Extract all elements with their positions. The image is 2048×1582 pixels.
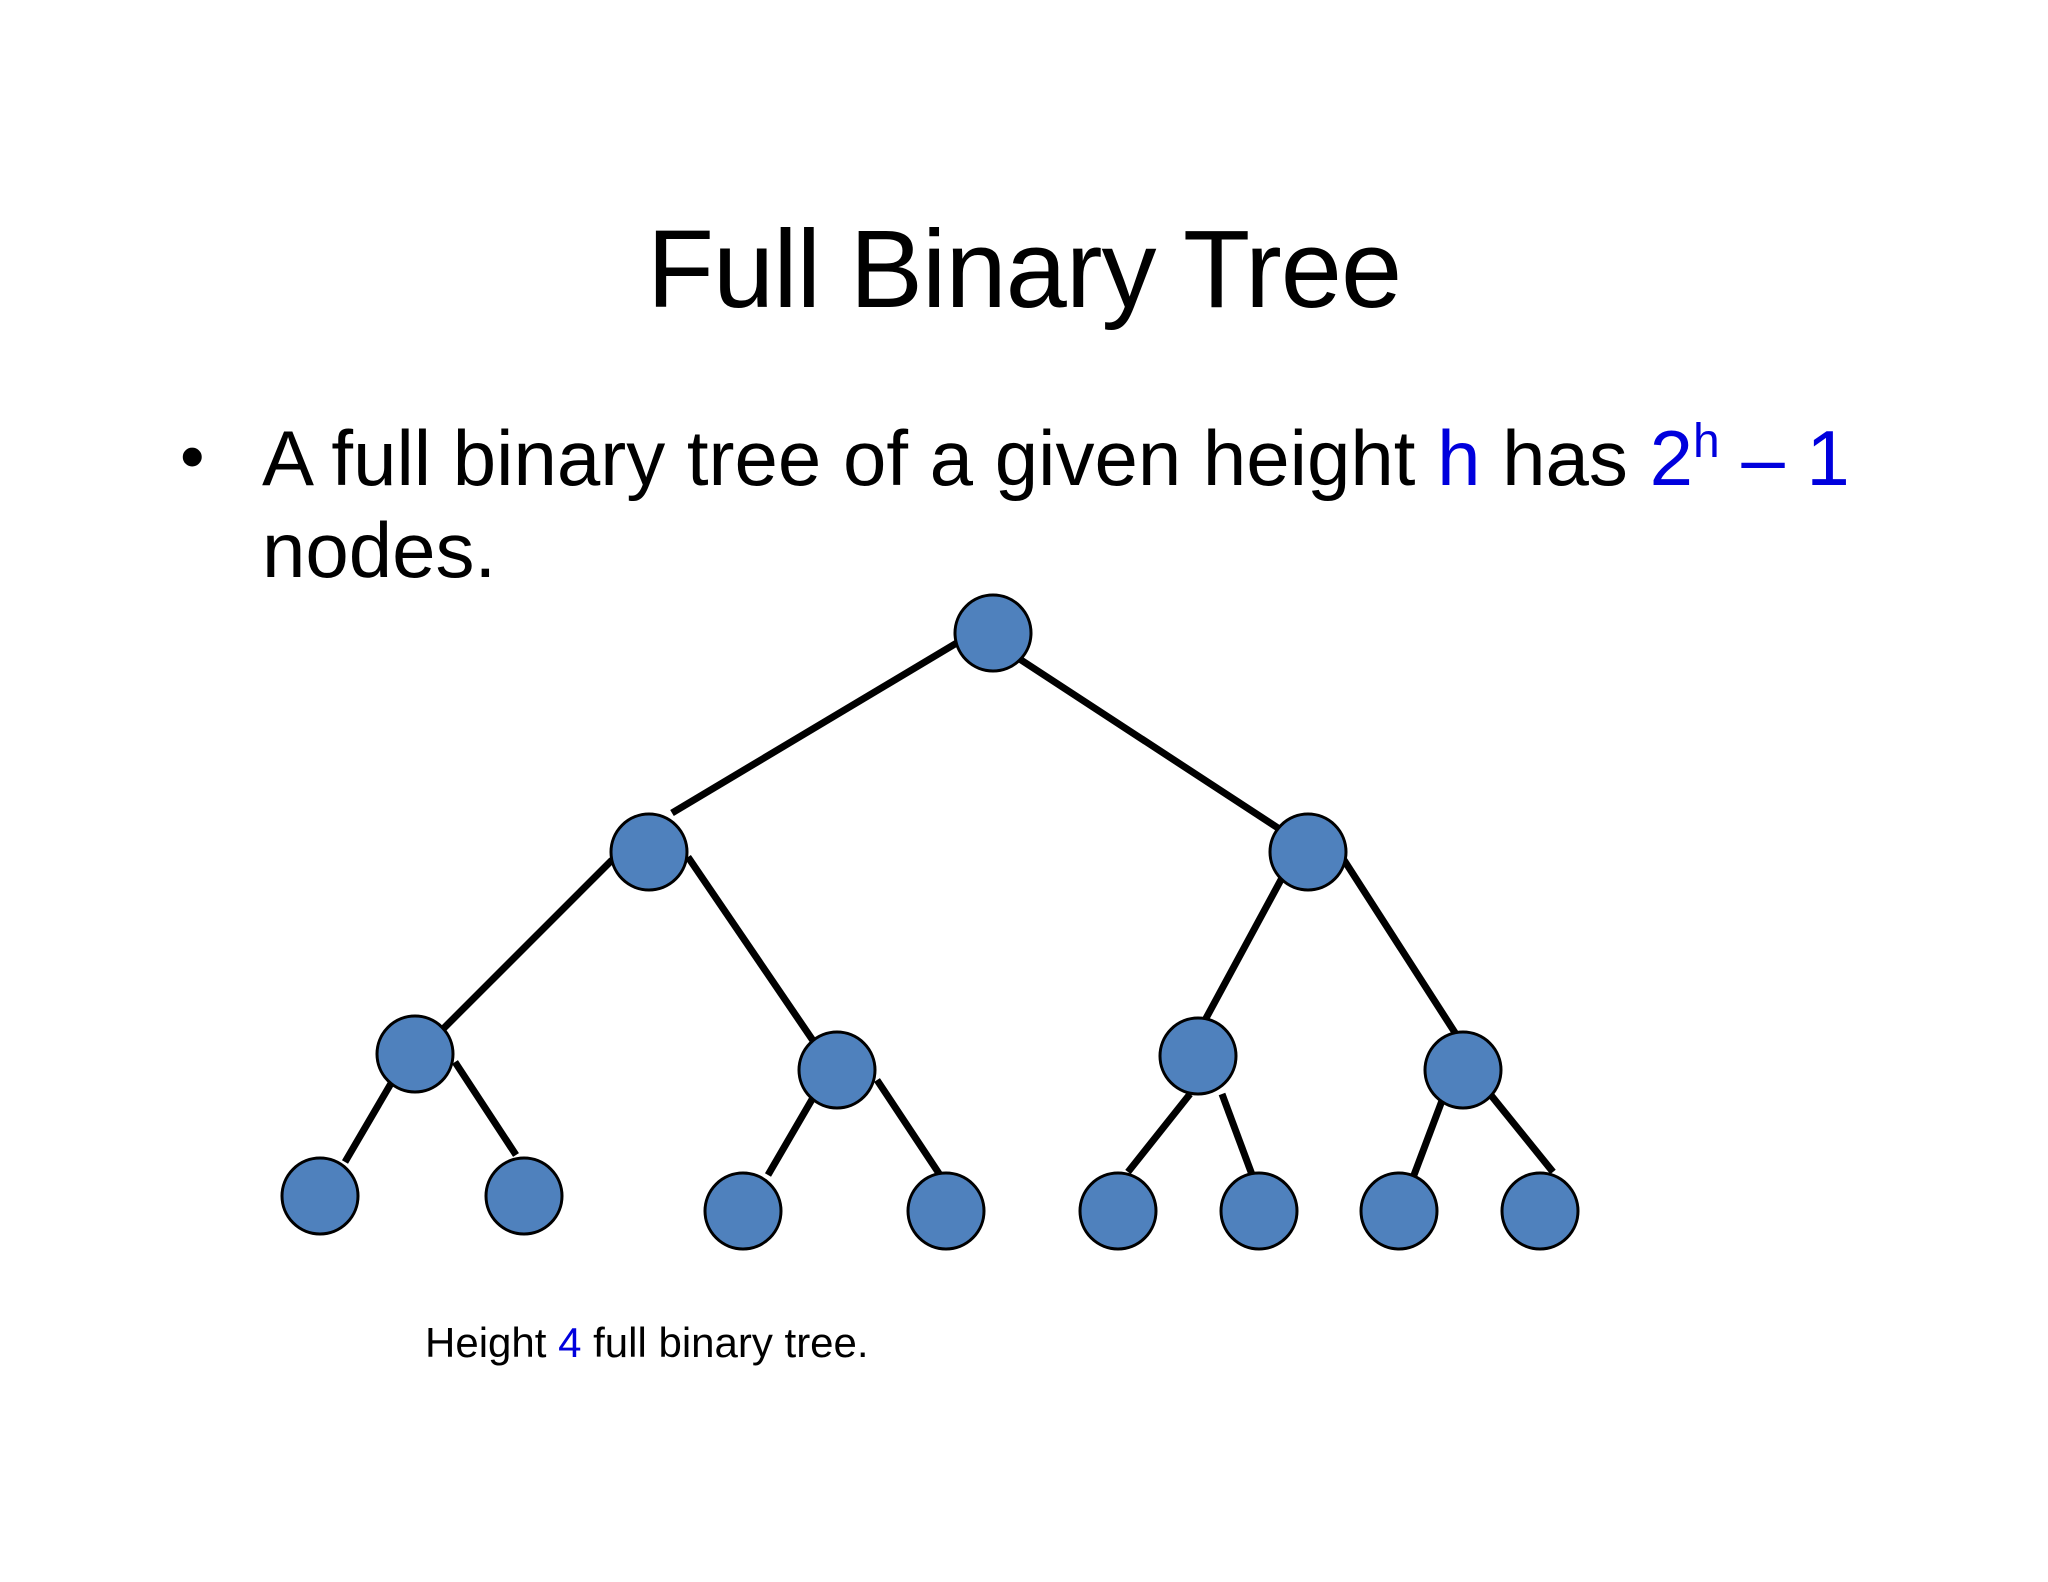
formula-exponent: h	[1692, 415, 1720, 468]
bullet-text-intro: A full binary tree of a given height	[262, 414, 1438, 502]
formula-minus-one: – 1	[1719, 414, 1850, 502]
tree-node-leaf	[1219, 1171, 1299, 1251]
formula: 2h – 1	[1650, 414, 1850, 502]
tree-node-leaf	[1078, 1171, 1158, 1251]
tree-node	[797, 1030, 877, 1110]
tree-node	[1268, 812, 1348, 892]
height-variable: h	[1437, 414, 1481, 502]
tree-node-leaf	[280, 1156, 360, 1236]
caption-suffix: full binary tree.	[581, 1319, 869, 1366]
formula-base: 2	[1649, 414, 1693, 502]
bullet-mark: •	[180, 417, 205, 495]
tree-edge	[1487, 1091, 1556, 1175]
tree-edge	[452, 1060, 519, 1157]
tree-edge	[764, 1094, 818, 1177]
tree-edge	[874, 1078, 943, 1177]
tree-edge	[1218, 1092, 1258, 1182]
tree-edge	[1125, 1091, 1193, 1175]
caption-prefix: Height	[425, 1319, 559, 1366]
slide-title: Full Binary Tree	[646, 208, 1402, 331]
tree-node	[609, 812, 689, 892]
tree-node-leaf	[484, 1156, 564, 1236]
bullet-text-line2: nodes.	[262, 506, 497, 594]
tree-edge	[1341, 858, 1464, 1044]
tree-node-leaf	[1500, 1171, 1580, 1251]
tree-node	[1158, 1016, 1238, 1096]
caption-height-value: 4	[558, 1319, 582, 1366]
tree-edge	[670, 637, 962, 817]
bullet-text: A full binary tree of a given height h h…	[262, 412, 1962, 596]
tree-edge	[685, 855, 819, 1047]
tree-node	[1423, 1030, 1503, 1110]
tree-edge	[1410, 1096, 1447, 1177]
tree-node-leaf	[906, 1171, 986, 1251]
tree-node-root	[953, 593, 1033, 673]
tree-node-leaf	[703, 1171, 783, 1251]
tree-edge	[437, 857, 615, 1035]
diagram-caption: Height 4 full binary tree.	[425, 1318, 869, 1368]
tree-edges	[341, 637, 1556, 1182]
tree-node	[375, 1014, 455, 1094]
bullet-text-has: has	[1480, 414, 1650, 502]
tree-edge	[1200, 874, 1287, 1024]
tree-nodes	[280, 593, 1580, 1251]
tree-edge	[341, 1078, 397, 1164]
tree-node-leaf	[1359, 1171, 1439, 1251]
tree-edge	[1016, 655, 1280, 831]
